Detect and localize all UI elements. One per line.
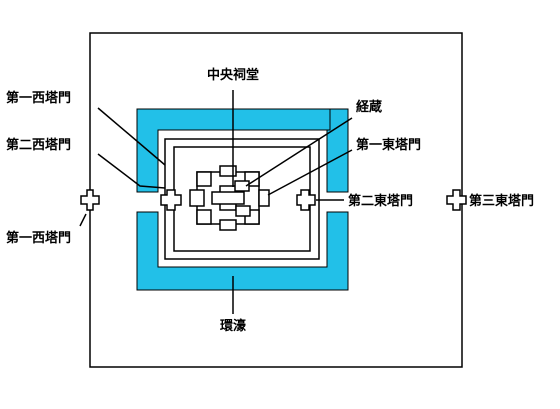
library-building-south	[235, 205, 251, 217]
label-first-west-gate-top: 第一西塔門	[6, 90, 71, 106]
third-east-gate-marker	[446, 189, 467, 211]
central-cross	[211, 191, 245, 205]
west-porch	[189, 189, 205, 207]
leader-lines	[79, 90, 353, 314]
label-sutra-library: 経蔵	[356, 99, 382, 115]
label-moat: 環濠	[220, 318, 246, 334]
first-west-gate-marker	[80, 189, 100, 211]
label-second-east-gate: 第二東塔門	[348, 193, 413, 209]
second-east-gate-marker	[296, 189, 316, 211]
east-porch	[258, 189, 270, 207]
moat-south-segment	[136, 211, 349, 291]
leader-first-west-gate-top	[97, 107, 166, 166]
leader-first-east-gate	[267, 149, 353, 196]
corner-tower-sw	[196, 209, 212, 225]
leader-sutra-library	[245, 117, 353, 187]
moat-east-segment	[326, 108, 349, 193]
gates	[80, 189, 467, 211]
leader-first-west-gate-bottom	[79, 213, 87, 227]
label-first-west-gate-bottom: 第一西塔門	[6, 230, 71, 246]
central-temple-complex	[189, 165, 270, 231]
second-west-gate-marker	[160, 189, 182, 211]
moat	[136, 108, 349, 291]
sutra-library-building	[234, 180, 250, 192]
leader-second-west-gate	[97, 153, 166, 189]
north-porch	[219, 165, 237, 177]
south-porch	[219, 219, 237, 231]
corner-tower-nw	[196, 171, 212, 187]
label-central-hall: 中央祠堂	[207, 67, 259, 83]
label-first-east-gate: 第一東塔門	[356, 137, 421, 153]
label-second-west-gate: 第二西塔門	[6, 137, 71, 153]
label-third-east-gate: 第三東塔門	[469, 193, 534, 209]
